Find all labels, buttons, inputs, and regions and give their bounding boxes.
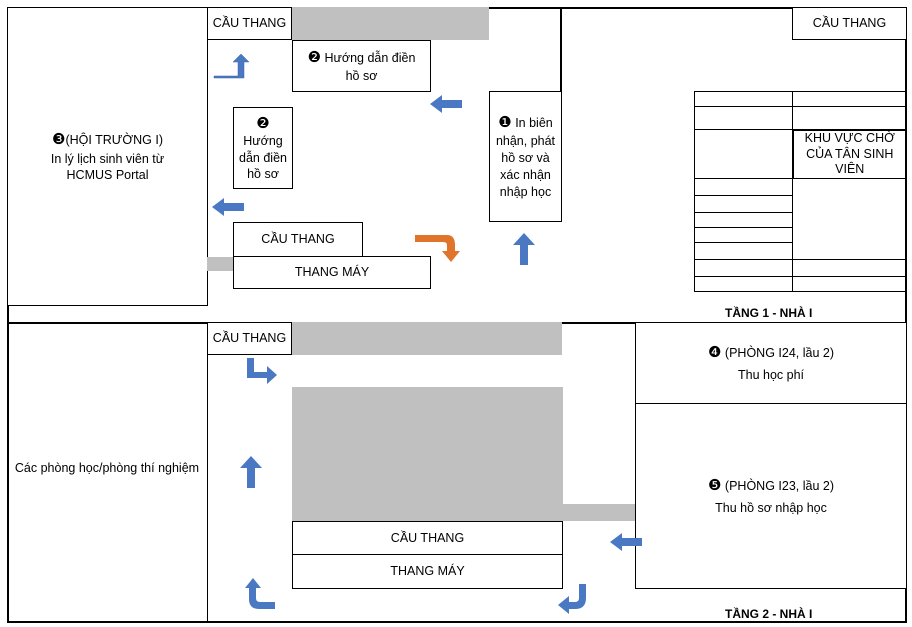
waiting-label: KHU VỰC CHỜ CỦA TÂN SINH VIÊN xyxy=(804,131,895,177)
room4-title: (PHÒNG I24, lầu 2) xyxy=(724,346,834,361)
hall-title: (HỘI TRƯỜNG I) xyxy=(65,132,163,147)
room5-desc: Thu hồ sơ nhập học xyxy=(715,500,827,515)
arrow-icon xyxy=(213,53,250,79)
waiting-grid: KHU VỰC CHỜ CỦA TÂN SINH VIÊN xyxy=(694,91,907,293)
floor2-label: TẦNG 2 - NHÀ I xyxy=(725,607,813,621)
guide-top-text: ❷ Hướng dẫn điền hồ sơ xyxy=(302,48,422,84)
step-1-icon: ❶ xyxy=(498,113,512,131)
floor1-stair-top-left: CẦU THANG xyxy=(207,7,292,40)
floor2-gray-corridor xyxy=(562,504,636,521)
print-box: ❶ In biên nhận, phát hồ sơ và xác nhận n… xyxy=(489,91,562,222)
room4-desc: Thu học phí xyxy=(737,367,804,382)
arrow-icon xyxy=(245,578,275,609)
step-5-icon: ❺ xyxy=(707,477,722,495)
floor1-stair-top-right: CẦU THANG xyxy=(792,7,907,40)
step-2-icon: ❷ xyxy=(307,49,322,67)
floor1-label: TẦNG 1 - NHÀ I xyxy=(725,306,813,320)
labs-label: Các phòng học/phòng thí nghiệm xyxy=(14,461,200,475)
room5-title-line: ❺ (PHÒNG I23, lầu 2) xyxy=(708,476,834,496)
arrow-icon xyxy=(513,233,535,265)
room5-title: (PHÒNG I23, lầu 2) xyxy=(724,479,834,494)
arrow-icon xyxy=(430,95,462,113)
room4-title-line: ❹ (PHÒNG I24, lầu 2) xyxy=(708,343,834,363)
floor2-gray-bar-top xyxy=(292,322,562,355)
floor2-gray-block xyxy=(292,387,563,521)
guide-top-box: ❷ Hướng dẫn điền hồ sơ xyxy=(292,40,431,92)
step-2-small-icon: ❷ xyxy=(256,114,270,132)
room4-box: ❹ (PHÒNG I24, lầu 2) Thu học phí xyxy=(635,322,907,404)
floor1-elevator: THANG MÁY xyxy=(233,256,431,289)
arrow-icon xyxy=(558,584,586,614)
arrow-icon xyxy=(240,456,262,488)
step-4-icon: ❹ xyxy=(707,344,722,362)
floor2-stair-mid: CẦU THANG xyxy=(292,521,563,555)
floor1-gray-small xyxy=(207,257,234,271)
arrow-icon xyxy=(247,358,277,384)
floor1-stair-mid: CẦU THANG xyxy=(233,222,363,257)
turn-arrow-icon xyxy=(415,235,460,262)
hall-title-line: ❸(HỘI TRƯỜNG I) xyxy=(52,130,163,150)
floor2-divider-left xyxy=(207,322,208,623)
guide-small-title: Hướng dẫn điền hồ sơ xyxy=(239,134,287,181)
guide-top-title: Hướng dẫn điền hồ sơ xyxy=(324,51,416,83)
arrow-icon xyxy=(610,533,642,551)
print-text: ❶ In biên nhận, phát hồ sơ và xác nhận n… xyxy=(493,113,559,201)
arrow-icon xyxy=(212,198,244,216)
guide-small-box: ❷ Hướng dẫn điền hồ sơ xyxy=(233,107,293,189)
room5-box: ❺ (PHÒNG I23, lầu 2) Thu hồ sơ nhập học xyxy=(635,403,907,589)
floor2-stair-top: CẦU THANG xyxy=(207,322,292,355)
hall-room: ❸(HỘI TRƯỜNG I) In lý lịch sinh viên từ … xyxy=(7,7,208,306)
step-3-icon: ❸ xyxy=(52,130,66,148)
print-title: In biên nhận, phát hồ sơ và xác nhận nhậ… xyxy=(495,115,556,199)
floor1-gray-bar-top xyxy=(292,7,489,40)
hall-desc: In lý lịch sinh viên từ HCMUS Portal xyxy=(50,152,165,183)
floor2-elevator: THANG MÁY xyxy=(292,554,563,589)
